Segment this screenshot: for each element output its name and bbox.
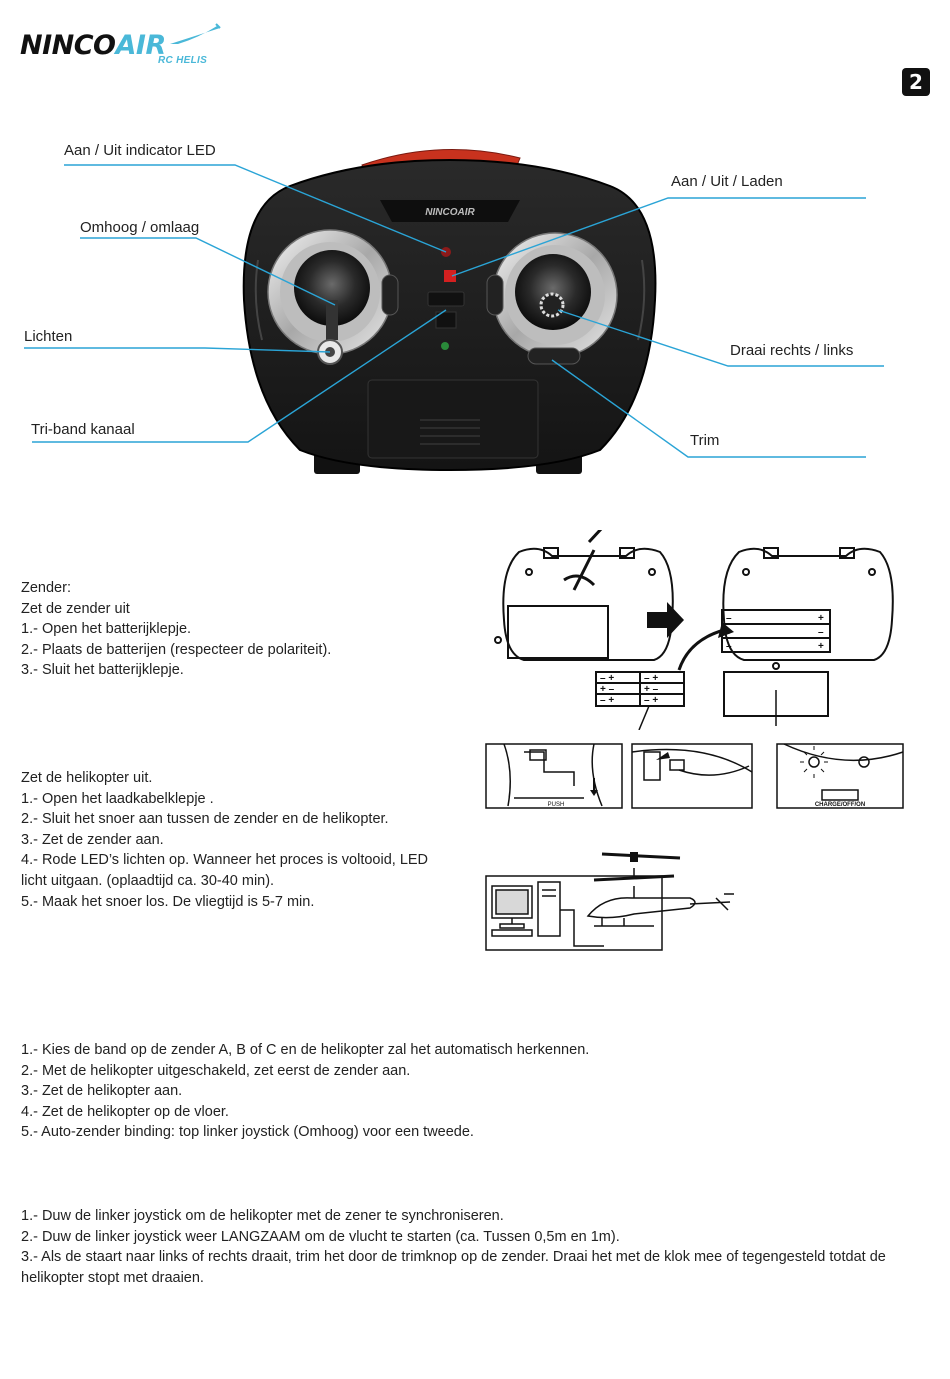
pairing-line: 4.- Zet de helikopter op de vloer. [21, 1103, 229, 1120]
charge-switch-label: CHARGE/OFF/ON [815, 802, 865, 808]
svg-text:– +: – + [644, 673, 658, 684]
charging-line: 1.- Open het laadkabelklepje . [21, 790, 214, 807]
brand-logo: NINCOAIR RC HELIS [20, 22, 230, 72]
battery-line: 2.- Plaats de batterijen (respecteer de … [21, 641, 332, 658]
svg-text:– +: – + [644, 695, 658, 706]
logo-accent-text: AIR [115, 30, 167, 61]
callout-band-label: Tri-band kanaal [31, 421, 135, 438]
callout-rotate-label: Draai rechts / links [730, 342, 854, 359]
callout-power-label: Aan / Uit / Laden [671, 173, 783, 190]
callout-throttle-label: Omhoog / omlaag [80, 219, 200, 236]
charging-line: 3.- Zet de zender aan. [21, 831, 164, 848]
pairing-line: 2.- Met de helikopter uitgeschakeld, zet… [21, 1062, 411, 1079]
computer-tower [537, 881, 561, 937]
svg-text:+: + [726, 627, 732, 638]
charging-line: 4.- Rode LED’s lichten op. Wanneer het p… [21, 852, 429, 869]
battery-install-figure: – + – + + – + – – + – + – + + – – + [494, 530, 894, 730]
charging-instructions: Zet de helikopter uit. 1.- Open het laad… [21, 768, 428, 912]
svg-text:–: – [726, 613, 732, 624]
push-arrow-icon [590, 790, 598, 796]
svg-text:–: – [818, 627, 824, 638]
controller-diagram: NINCOAIR [24, 149, 884, 474]
callout-trim-label: Trim [690, 432, 720, 449]
charging-line: 5.- Maak het snoer los. De vliegtijd is … [21, 893, 315, 910]
flight-line: 1.- Duw de linker joystick om de helikop… [21, 1208, 504, 1224]
flight-line: 3.- Als de staart naar links of rechts d… [21, 1249, 886, 1286]
band-switch [435, 311, 457, 329]
helicopter-body [586, 897, 696, 919]
right-arrow-icon [647, 602, 684, 638]
charging-line: licht uitgaan. (oplaadtijd ca. 30-40 min… [21, 872, 275, 889]
band-led [441, 342, 449, 350]
logo-main-text: NINCO [20, 30, 116, 61]
push-label: PUSH [548, 802, 565, 808]
page-number-badge: 2 [902, 68, 930, 96]
battery-line: 3.- Sluit het batterijklepje. [21, 662, 184, 679]
callout-led-label: Aan / Uit indicator LED [64, 142, 216, 159]
pairing-instructions: 1.- Kies de band op de zender A, B of C … [21, 1040, 589, 1143]
pairing-line: 5.- Auto-zender binding: top linker joys… [21, 1124, 474, 1141]
flight-line: 2.- Duw de linker joystick weer LANGZAAM… [21, 1228, 620, 1245]
battery-line: Zender: [21, 580, 71, 596]
controller-brand-plate [380, 200, 520, 222]
charging-steps-figure: PUSH CHARGE/OFF/ON [485, 743, 904, 809]
flight-instructions: 1.- Duw de linker joystick om de helikop… [21, 1206, 901, 1288]
svg-text:– +: – + [600, 695, 614, 706]
rotor-top [601, 852, 681, 860]
svg-text:–: – [726, 641, 732, 652]
left-stick-gimbal [294, 250, 370, 326]
controller-brand-text: NINCOAIR [425, 207, 475, 218]
svg-text:+: + [818, 641, 824, 652]
power-switch [444, 270, 456, 282]
pairing-line: 1.- Kies de band op de zender A, B of C … [21, 1042, 590, 1058]
battery-line: 1.- Open het batterijklepje. [21, 621, 192, 638]
right-stick-gimbal [515, 254, 591, 330]
logo-subtitle: RC HELIS [158, 55, 208, 66]
charging-line: Zet de helikopter uit. [21, 770, 153, 786]
callout-lights-label: Lichten [24, 328, 73, 345]
svg-text:– +: – + [600, 673, 614, 684]
right-stick-knob [539, 292, 565, 318]
svg-text:+ –: + – [600, 684, 615, 695]
svg-text:+: + [818, 613, 824, 624]
rotor-bottom [593, 874, 675, 882]
curved-arrow-head-icon [718, 622, 734, 638]
battery-line: Zet de zender uit [21, 600, 130, 617]
pairing-line: 3.- Zet de helikopter aan. [21, 1083, 183, 1100]
battery-compartment-filled [721, 609, 831, 653]
left-stick-shaft [326, 300, 338, 340]
plug-arrow-icon [656, 752, 670, 760]
trim-button [527, 347, 581, 365]
battery-compartment-open [507, 605, 609, 659]
battery-instructions: Zender: Zet de zender uit 1.- Open het b… [21, 578, 331, 681]
svg-text:+ –: + – [644, 684, 659, 695]
logo-swoosh-icon [170, 23, 221, 44]
controller-back-left [514, 549, 664, 660]
charging-line: 2.- Sluit het snoer aan tussen de zender… [21, 811, 389, 828]
left-trim-button [381, 274, 399, 316]
right-side-button [486, 274, 504, 316]
charging-scene-figure [485, 852, 734, 951]
